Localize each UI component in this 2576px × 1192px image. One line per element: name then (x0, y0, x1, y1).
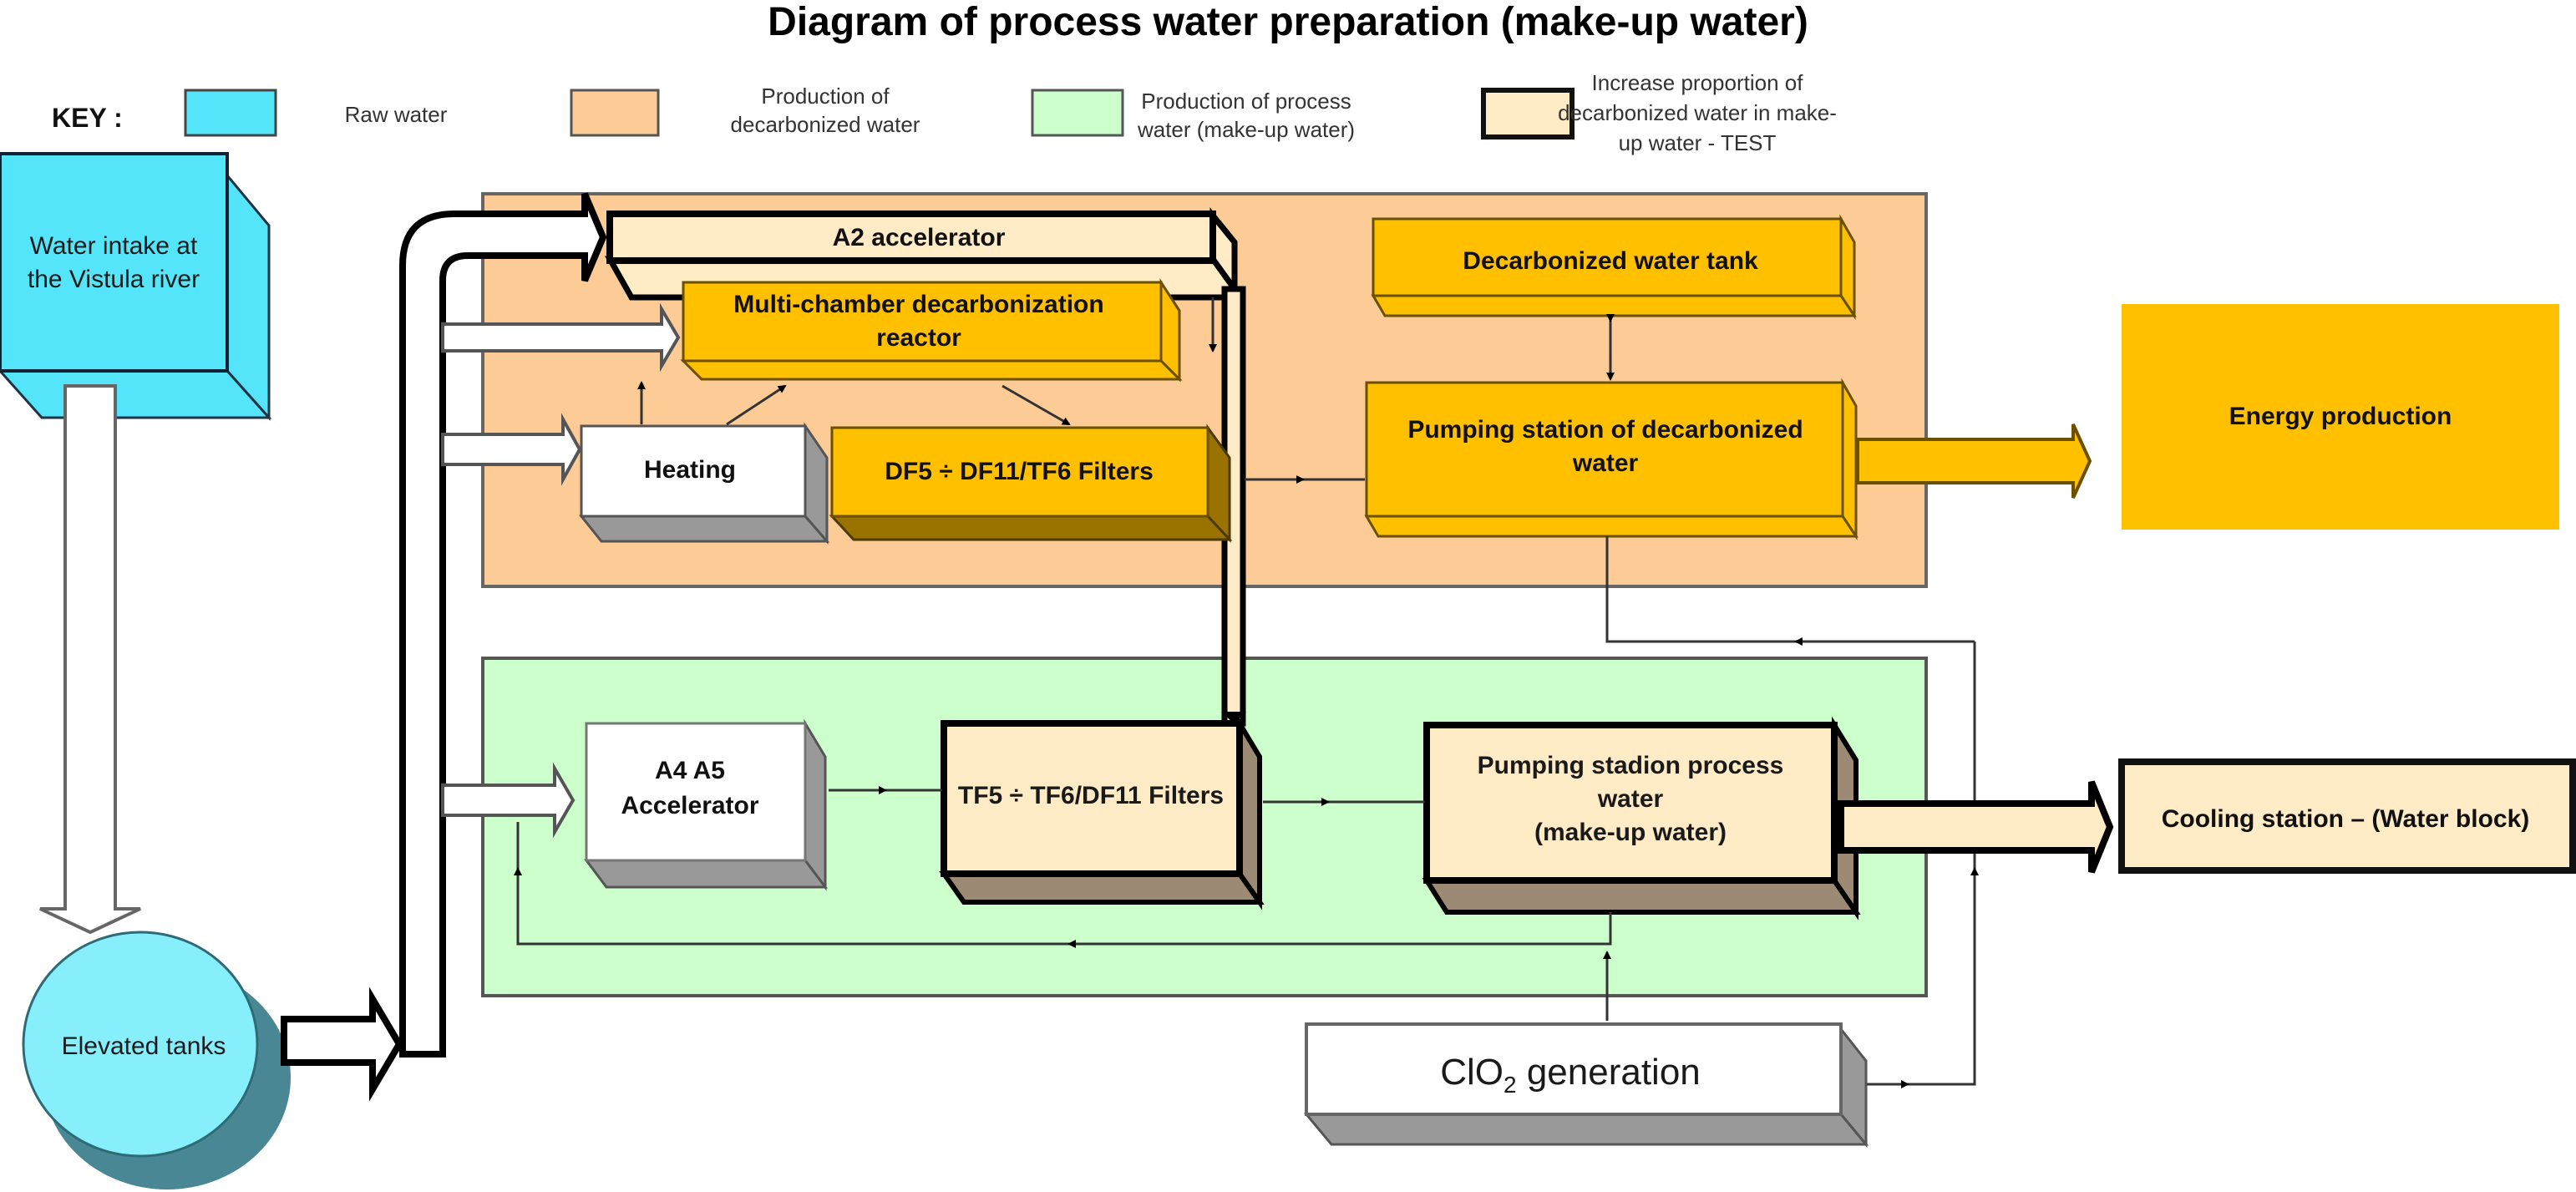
legend-text-process-water-1: Production of process (1141, 89, 1351, 114)
to-cooling-arrow (1838, 780, 2114, 874)
a2-pipe-arrowhead (1221, 712, 1246, 723)
legend: KEY : Raw water Production of decarboniz… (52, 70, 1837, 155)
decarb-pumping-down-line (1605, 536, 1975, 643)
tf-filters-node[interactable]: TF5 ÷ TF6/DF11 Filters (939, 714, 1265, 910)
to-energy-arrow (1856, 424, 2092, 499)
heating-node[interactable]: Heating (578, 422, 830, 545)
heating-reactor-diag-1 (726, 384, 787, 426)
legend-text-decarbonized-2: decarbonized water (731, 112, 920, 137)
legend-label: KEY : (52, 103, 123, 133)
process-pumping-label-1: Pumping stadion process (1478, 752, 1784, 779)
diagram-title: Diagram of process water preparation (ma… (768, 0, 1808, 44)
branch-to-heating-arrow (441, 413, 582, 486)
intake-to-tanks-arrow (39, 384, 141, 935)
decarb-tank-node[interactable]: Decarbonized water tank (1371, 214, 1857, 320)
legend-swatch-decarbonized (570, 89, 660, 137)
legend-swatch-process-water (1031, 89, 1124, 137)
water-intake-node[interactable]: Water intake at the Vistula river (0, 152, 272, 421)
cooling-station-label: Cooling station – (Water block) (2162, 805, 2530, 833)
clo2-generation-node[interactable]: ClO2 generation (1303, 1022, 1869, 1149)
legend-text-raw-water: Raw water (345, 102, 448, 127)
reactor-label-2: reactor (876, 324, 961, 352)
return-lines (1605, 536, 1979, 1088)
clo2-prefix: ClO (1440, 1052, 1504, 1093)
legend-text-decarbonized-1: Production of (761, 84, 890, 109)
decarb-pumping-node[interactable]: Pumping station of decarbonized water (1364, 378, 1858, 540)
legend-swatch-test (1481, 88, 1575, 139)
df-filters-node[interactable]: DF5 ÷ DF11/TF6 Filters (829, 424, 1233, 543)
reactor-to-df-diag (1001, 384, 1071, 426)
process-connectors (514, 786, 1612, 1021)
energy-production-node[interactable]: Energy production (2122, 304, 2559, 530)
decarb-pumping-label-1: Pumping station of decarbonized (1407, 416, 1803, 444)
legend-text-process-water-2: water (make-up water) (1137, 117, 1355, 142)
decarb-connectors (637, 297, 1365, 484)
df-filters-label: DF5 ÷ DF11/TF6 Filters (885, 458, 1154, 485)
branch-to-a4a5-arrow (441, 762, 576, 839)
branch-to-reactor-arrow (441, 302, 681, 373)
a4a5-accelerator-node[interactable]: A4 A5 Accelerator (584, 718, 828, 891)
clo2-generation-label: ClO2 generation (1440, 1052, 1701, 1098)
process-pumping-label-3: (make-up water) (1534, 819, 1727, 846)
legend-text-test-3: up water - TEST (1619, 130, 1777, 155)
decarb-tank-label: Decarbonized water tank (1463, 247, 1758, 275)
tf-filters-label: TF5 ÷ TF6/DF11 Filters (958, 782, 1224, 809)
clo2-subscript: 2 (1504, 1072, 1517, 1098)
main-supply-pipe (399, 192, 607, 1058)
a4a5-label-2: Accelerator (621, 792, 758, 819)
legend-text-test-1: Increase proportion of (1592, 70, 1804, 95)
cooling-station-node[interactable]: Cooling station – (Water block) (2118, 758, 2576, 874)
clo2-suffix: generation (1517, 1052, 1701, 1093)
process-pumping-node[interactable]: Pumping stadion process water (make-up w… (1422, 716, 1861, 921)
elevated-tanks-label: Elevated tanks (62, 1032, 226, 1060)
legend-swatch-raw-water (184, 89, 277, 137)
heating-label: Heating (644, 456, 736, 484)
tanks-to-manifold-arrow (281, 987, 403, 1102)
reactor-node[interactable]: Multi-chamber decarbonization reactor (680, 277, 1183, 383)
water-intake-label-1: Water intake at (30, 232, 198, 260)
legend-text-test-2: decarbonized water in make- (1558, 100, 1837, 125)
elevated-tanks-node[interactable]: Elevated tanks (22, 931, 291, 1189)
reactor-label-1: Multi-chamber decarbonization (733, 291, 1103, 318)
energy-production-label: Energy production (2229, 403, 2452, 430)
a2-accelerator-label: A2 accelerator (833, 224, 1006, 251)
water-intake-label-2: the Vistula river (28, 266, 200, 293)
process-pumping-label-2: water (1597, 785, 1664, 813)
decarb-pumping-label-2: water (1572, 449, 1639, 477)
a4a5-label-1: A4 A5 (655, 757, 725, 784)
